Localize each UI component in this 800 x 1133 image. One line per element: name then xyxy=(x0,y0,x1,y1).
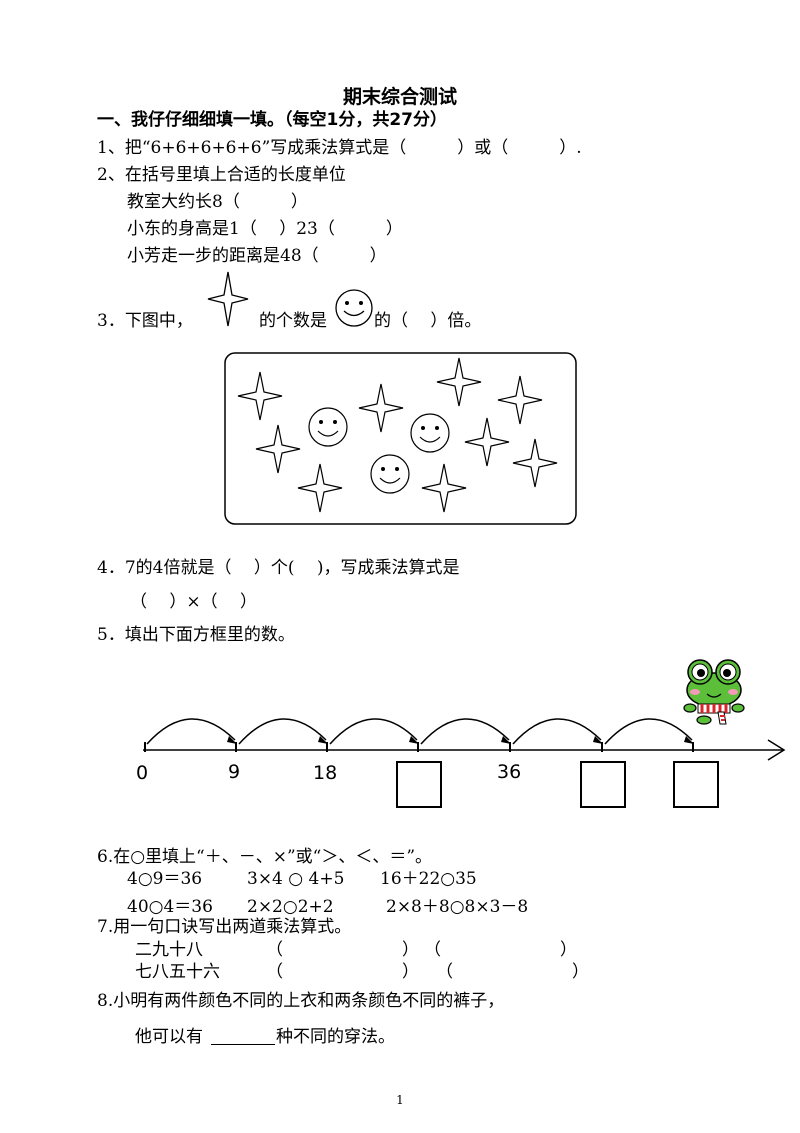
star-icon xyxy=(421,463,467,513)
question-2-prompt: 2、在括号里填上合适的长度单位 xyxy=(97,165,346,185)
stars-smileys-figure xyxy=(224,352,577,525)
star-icon xyxy=(207,271,249,327)
question-5-prompt: 5．填出下面方框里的数。 xyxy=(97,625,295,645)
answer-box[interactable] xyxy=(673,761,719,808)
question-7-blank: （ ） xyxy=(266,940,419,960)
question-4-line-1: 4．7的4倍就是（ ）个( )，写成乘法算式是 xyxy=(97,558,460,578)
star-icon xyxy=(464,417,510,467)
question-7-blank: （ ） xyxy=(424,940,577,960)
jump-arc xyxy=(420,718,510,745)
question-6-item: 2×8＋8○8×3－8 xyxy=(386,897,529,917)
question-8-pre: 他可以有 xyxy=(135,1027,203,1047)
question-6-item: 4○9＝36 xyxy=(127,869,203,889)
smiley-icon xyxy=(410,413,450,453)
jump-arc xyxy=(329,718,418,745)
star-icon xyxy=(297,463,343,513)
question-3-pre: 3．下图中， xyxy=(97,311,193,331)
question-2-line-3: 小芳走一步的距离是48（ ） xyxy=(127,246,387,266)
question-4-line-2: （ ）×（ ） xyxy=(130,592,258,612)
answer-box[interactable] xyxy=(396,761,442,808)
question-7-blank: （ ） xyxy=(436,962,589,982)
question-8-line-1: 8.小明有两件颜色不同的上衣和两条颜色不同的裤子， xyxy=(97,991,505,1011)
question-2-line-1: 教室大约长8（ ） xyxy=(127,192,308,212)
number-line-label: 36 xyxy=(497,761,522,783)
question-6-item: 2×2○2+2 xyxy=(247,897,334,917)
question-3-mid: 的个数是 xyxy=(259,311,327,331)
question-6-item: 16＋22○35 xyxy=(380,869,477,889)
number-line-label: 18 xyxy=(313,762,338,784)
smiley-icon xyxy=(308,407,348,447)
question-7-prompt: 7.用一句口诀写出两道乘法算式。 xyxy=(97,917,352,937)
number-line xyxy=(143,718,786,761)
question-6-item: 40○4＝36 xyxy=(127,897,213,917)
question-1: 1、把“6+6+6+6+6”写成乘法算式是（ ）或（ ）. xyxy=(97,138,582,158)
answer-box[interactable] xyxy=(580,761,626,808)
star-icon xyxy=(497,375,543,425)
number-line-label: 0 xyxy=(136,762,149,784)
smiley-icon xyxy=(370,454,410,494)
number-line-label: 9 xyxy=(228,761,241,783)
smiley-icon xyxy=(335,289,373,327)
page-title: 期末综合测试 xyxy=(342,86,457,108)
section-heading: 一、我仔仔细细填一填。（每空1分，共27分） xyxy=(97,110,447,130)
question-8-post: 种不同的穿法。 xyxy=(276,1027,395,1047)
question-6-item: 3×4 ○ 4+5 xyxy=(247,869,345,889)
question-3-post: 的（ ）倍。 xyxy=(374,311,482,331)
star-icon xyxy=(358,383,404,433)
question-7-blank: （ ） xyxy=(266,962,419,982)
star-icon xyxy=(255,424,301,474)
star-icon xyxy=(436,357,482,407)
frog-icon xyxy=(683,659,745,725)
jump-arc xyxy=(238,718,327,745)
jump-arc xyxy=(604,718,693,745)
question-7-verse: 二九十八 xyxy=(135,940,203,960)
jump-arc xyxy=(512,718,602,745)
jump-arc xyxy=(146,718,236,745)
page-number: 1 xyxy=(396,1093,404,1107)
star-icon xyxy=(512,438,558,488)
answer-blank-line[interactable] xyxy=(211,1044,275,1045)
question-2-line-2: 小东的身高是1（ ）23（ ） xyxy=(127,219,403,239)
star-icon xyxy=(237,371,283,421)
question-6-prompt: 6.在○里填上“＋、－、×”或“＞、＜、＝”。 xyxy=(97,847,433,867)
question-7-verse: 七八五十六 xyxy=(135,962,220,982)
